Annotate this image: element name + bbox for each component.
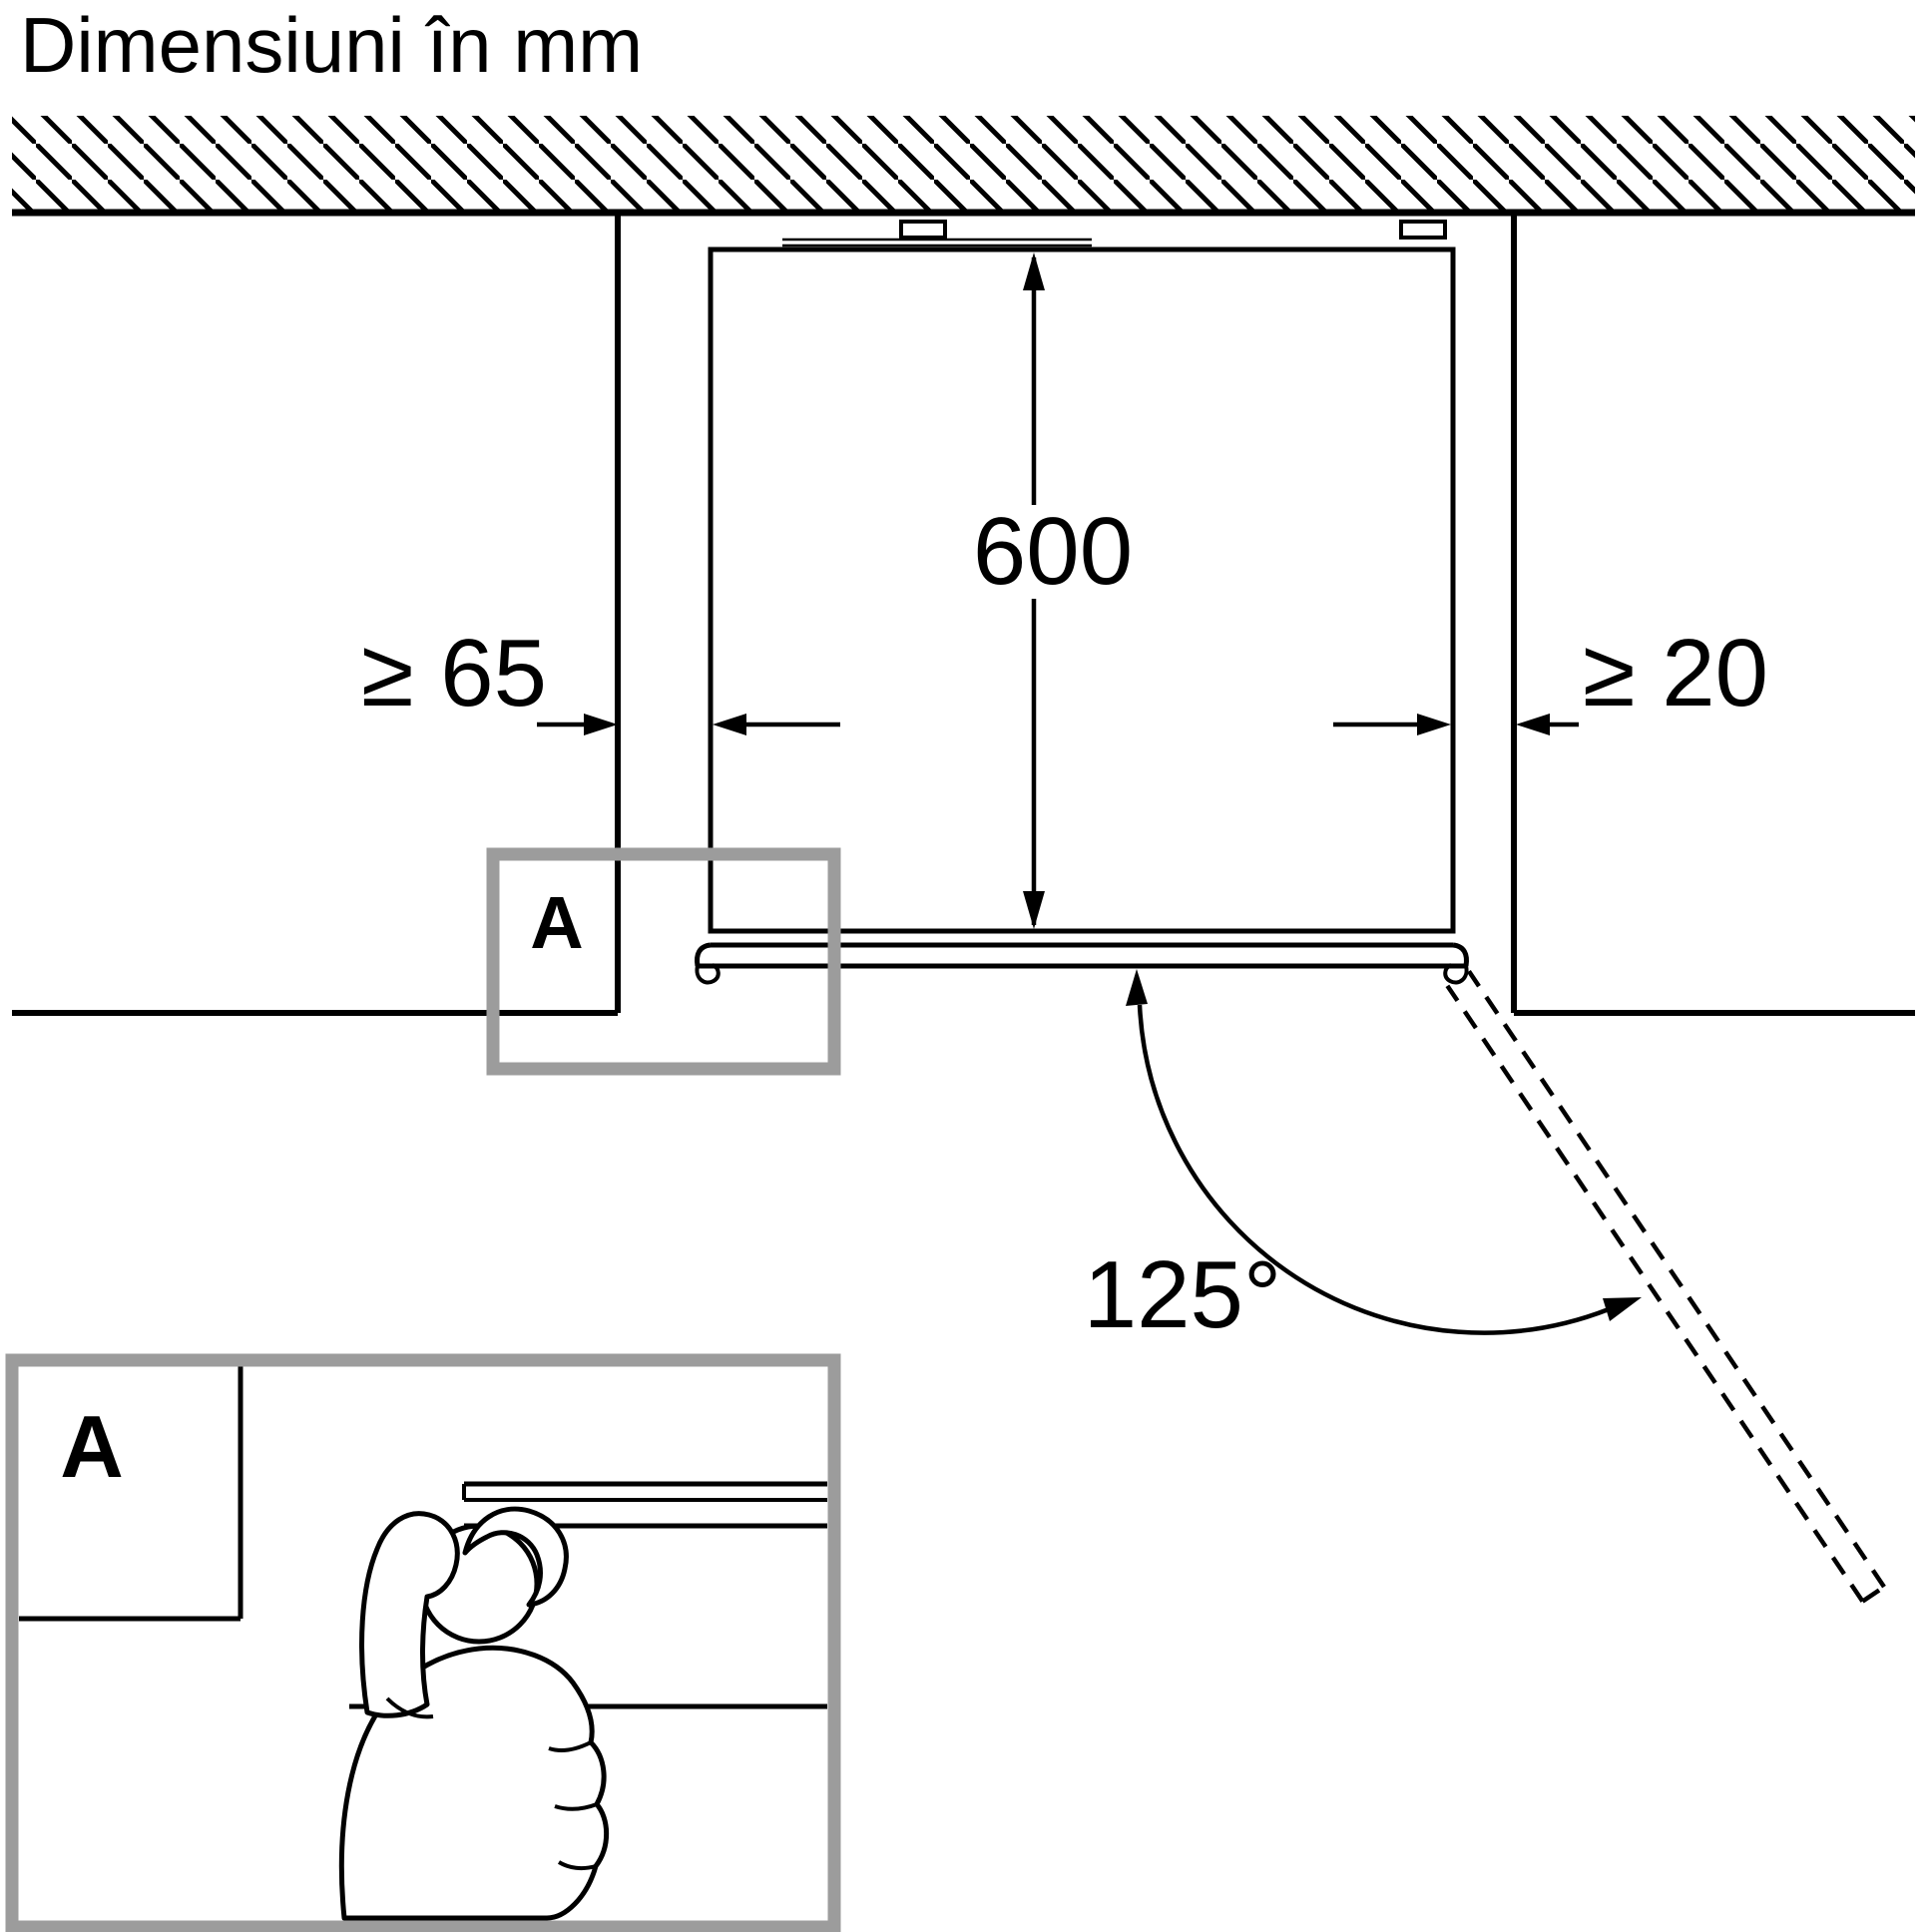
hand-index-finger [359, 1511, 460, 1718]
appliance-body [708, 220, 1456, 934]
dimension-left-clearance: ≥ 65 [361, 620, 840, 735]
hand-knuckle-line-1 [548, 1740, 592, 1752]
detail-view-box: A [5, 1353, 841, 1932]
door-curl-right [1443, 963, 1469, 985]
open-door-end-cap [1861, 1585, 1886, 1604]
swing-arrow-start [1126, 969, 1148, 1006]
appliance-door-open-dashed [1445, 970, 1886, 1604]
hand-palm-crease [385, 1696, 434, 1719]
open-door-line-1 [1445, 984, 1865, 1603]
swing-arc [1137, 1004, 1610, 1335]
depth-arrow-up [1023, 252, 1045, 290]
right-clearance-label: ≥ 20 [1583, 620, 1768, 726]
left-clearance-outer-arrow [584, 714, 618, 735]
appliance-door-closed [695, 942, 1469, 985]
appliance-outline [708, 246, 1456, 934]
depth-label-bg [972, 505, 1134, 599]
door-curl-left [695, 963, 721, 985]
open-door-line-2 [1467, 970, 1886, 1589]
detail-marker-box: A [486, 847, 841, 1076]
depth-label: 600 [973, 498, 1133, 605]
dimension-depth: 600 [972, 252, 1134, 929]
detail-marker-label: A [530, 881, 583, 964]
niche-walls [12, 213, 1915, 1016]
left-clearance-label: ≥ 65 [361, 620, 547, 726]
door-swing-angle: 125° [1084, 969, 1642, 1348]
rear-spacer-left [899, 220, 947, 240]
door-end-left [695, 942, 712, 967]
detail-view-frame [5, 1353, 841, 1932]
left-clearance-inner-arrow [713, 714, 746, 735]
angle-label: 125° [1084, 1241, 1282, 1348]
hand-illustration [338, 1506, 610, 1921]
rear-spacer-right [1399, 220, 1447, 240]
depth-arrow-down [1023, 891, 1045, 929]
hatch-fill [12, 116, 1915, 210]
hand-knuckle-line-3 [557, 1860, 597, 1871]
door-end-right [1452, 942, 1469, 967]
hand-middle-finger [462, 1506, 569, 1608]
detail-marker-frame [486, 847, 841, 1076]
page-title: Dimensiuni în mm [20, 1, 643, 89]
detail-view-label: A [60, 1397, 124, 1496]
swing-arrow-end [1603, 1297, 1642, 1321]
hand-knuckle-line-2 [554, 1802, 598, 1811]
wall-hatch-band [12, 116, 1915, 217]
right-clearance-outer-arrow [1516, 714, 1550, 735]
dimension-right-clearance: ≥ 20 [1333, 620, 1768, 735]
right-clearance-inner-arrow [1417, 714, 1451, 735]
